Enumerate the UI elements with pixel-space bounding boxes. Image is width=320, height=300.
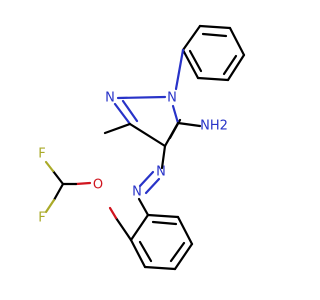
bond: [160, 144, 167, 170]
bond: [188, 49, 203, 73]
bond: [108, 206, 118, 220]
bond: [151, 220, 178, 226]
bond: [226, 53, 246, 82]
methyl-bond: [103, 122, 132, 135]
bond: [138, 240, 153, 263]
atom-amine: NH2: [200, 119, 228, 134]
atom-fluorine-lower: F: [38, 211, 45, 226]
bond: [171, 104, 180, 125]
azo-bond: [144, 177, 161, 195]
bond: [129, 213, 150, 242]
atom-n-pyrazole-1: N: [167, 91, 177, 106]
bond: [169, 241, 186, 263]
atom-fluorine-upper: F: [38, 147, 45, 162]
bond: [74, 181, 92, 186]
atom-oxygen: O: [93, 178, 103, 193]
bond: [181, 48, 200, 80]
bond: [121, 99, 139, 123]
bond: [174, 48, 185, 91]
bond: [173, 242, 194, 271]
bond: [113, 102, 132, 126]
bond: [196, 76, 230, 82]
bond: [198, 24, 232, 30]
bond: [114, 216, 133, 242]
bond: [44, 198, 56, 214]
bond: [143, 265, 177, 271]
aryl-ring: [129, 213, 194, 271]
bond: [129, 238, 147, 269]
bond: [146, 213, 180, 219]
atom-n-azo-lower: N: [132, 185, 142, 200]
bond: [52, 182, 65, 202]
bond: [222, 54, 238, 76]
bond: [137, 197, 150, 217]
amine-bond: [176, 121, 202, 128]
azo-bond: [138, 170, 155, 188]
bond: [201, 32, 228, 38]
atom-n-pyrazole-2: N: [105, 91, 115, 106]
atom-n-azo-upper: N: [156, 165, 166, 180]
bond: [116, 95, 167, 100]
bond: [176, 215, 194, 246]
bond: [51, 169, 65, 186]
phenyl-ring: [181, 24, 246, 82]
bond: [128, 122, 167, 148]
molecule-diagram: N N NH2 N N O F F: [38, 24, 246, 271]
bond: [181, 24, 202, 52]
bond: [228, 26, 246, 57]
structure-canvas: N N NH2 N N O F F: [38, 24, 246, 271]
pyrazole-ring: [113, 95, 182, 148]
bond: [44, 160, 55, 173]
